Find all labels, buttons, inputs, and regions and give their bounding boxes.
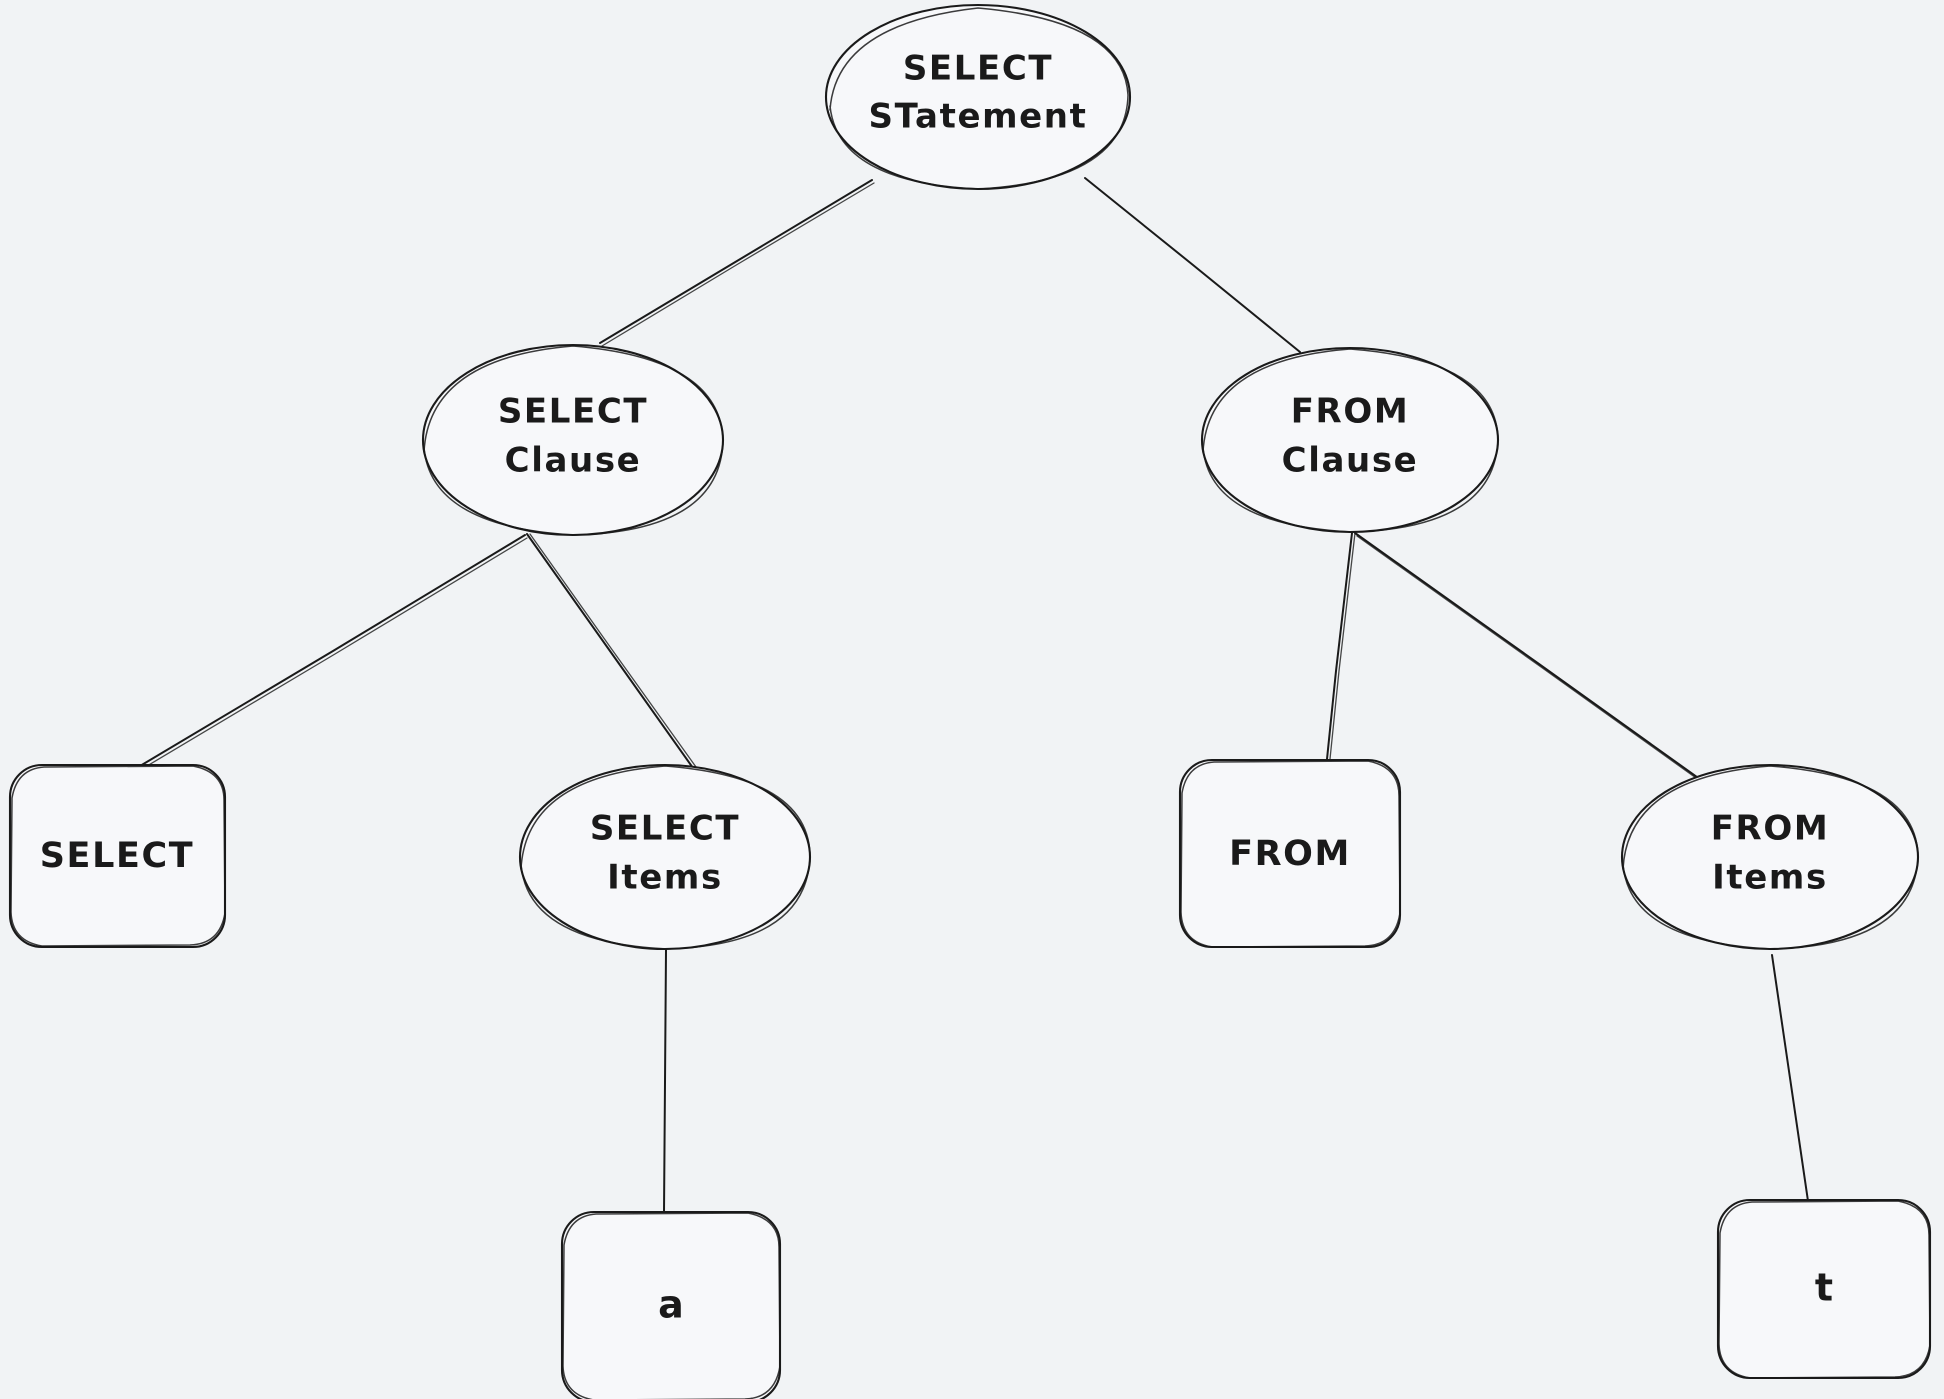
- node-from-clause[interactable]: FROM Clause: [1202, 348, 1498, 532]
- node-label-line1: FROM: [1291, 392, 1410, 432]
- node-from-items[interactable]: FROM Items: [1622, 765, 1918, 949]
- node-label-line2: Items: [607, 858, 723, 898]
- edge-select-clause-to-select-items: [526, 533, 697, 769]
- edges-layer: [139, 177, 1809, 1214]
- node-label: SELECT: [40, 836, 195, 876]
- edge-root-to-select-clause: [599, 179, 875, 347]
- node-label-line1: SELECT: [903, 49, 1053, 89]
- node-label-line2: STatement: [869, 97, 1088, 137]
- edge-from-clause-to-from-items: [1354, 532, 1725, 799]
- node-label-line1: SELECT: [498, 392, 648, 432]
- node-label-line2: Clause: [1282, 441, 1419, 481]
- node-select-items[interactable]: SELECT Items: [520, 765, 810, 949]
- node-label-line1: SELECT: [590, 809, 740, 849]
- node-label-line2: Items: [1712, 858, 1828, 898]
- node-select-clause[interactable]: SELECT Clause: [423, 345, 723, 535]
- edge-select-clause-to-select-terminal: [139, 534, 528, 770]
- edge-from-items-to-t: [1771, 954, 1809, 1202]
- node-a-terminal[interactable]: a: [562, 1212, 780, 1399]
- node-label: FROM: [1229, 834, 1351, 874]
- edge-select-items-to-a: [663, 949, 667, 1214]
- edge-root-to-from-clause: [1084, 177, 1301, 353]
- node-label-line2: Clause: [505, 441, 642, 481]
- node-from-terminal[interactable]: FROM: [1180, 760, 1400, 947]
- node-label: a: [658, 1283, 684, 1327]
- node-select-statement[interactable]: SELECT STatement: [826, 5, 1130, 189]
- nodes-layer: SELECT STatement SELECT Clause FROM Clau…: [10, 5, 1930, 1399]
- node-label: t: [1815, 1266, 1833, 1310]
- node-t-terminal[interactable]: t: [1718, 1200, 1930, 1378]
- node-select-terminal[interactable]: SELECT: [10, 765, 225, 947]
- node-label-line1: FROM: [1711, 809, 1830, 849]
